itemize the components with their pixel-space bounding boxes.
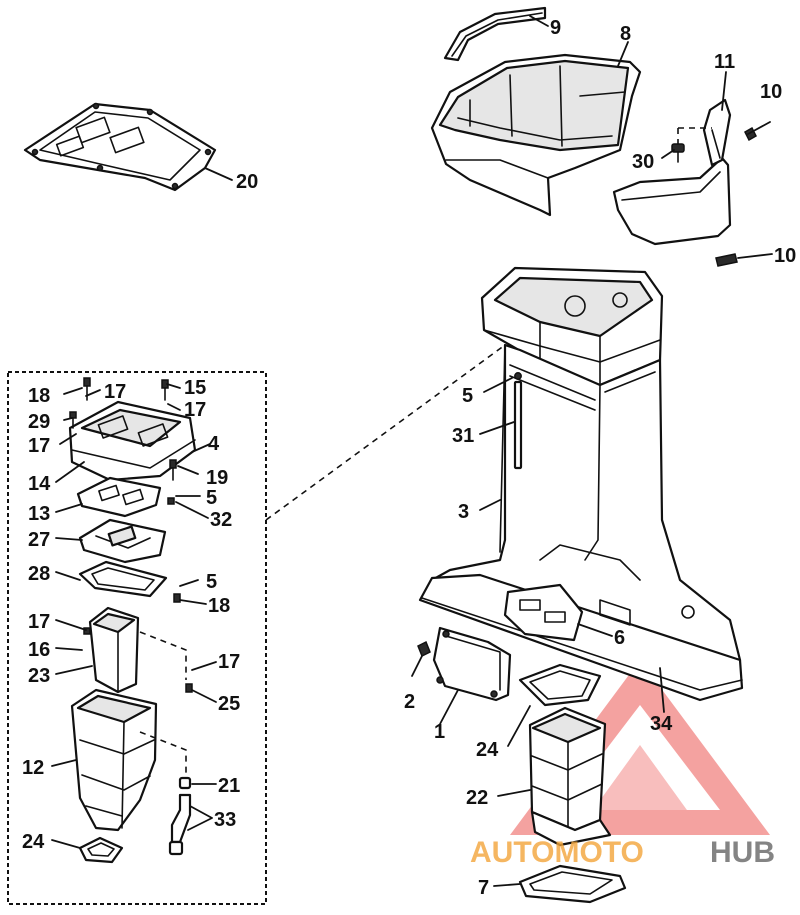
callout-10-bottom: 10: [774, 245, 796, 267]
callout-1: 1: [434, 721, 445, 743]
callout-30: 30: [632, 151, 654, 173]
inset-box: [7, 344, 506, 905]
callout-labels: 9 8 11 10 30 10 20 5 31 3 18 17 15 29 17…: [22, 17, 796, 899]
leader-lines: [51, 15, 773, 887]
gasket-28: [78, 560, 168, 598]
rear-cover: [612, 98, 732, 246]
callout-14: 14: [28, 473, 51, 495]
gasket-24-left: [78, 836, 124, 864]
callout-3: 3: [458, 501, 469, 523]
callout-4: 4: [208, 433, 220, 455]
gasket-24-right: [518, 663, 602, 707]
callout-20: 20: [236, 171, 258, 193]
callout-13: 13: [28, 503, 50, 525]
callout-18-top: 18: [28, 385, 50, 407]
callout-9: 9: [550, 17, 561, 39]
screw-30: [671, 143, 685, 163]
callout-31: 31: [452, 425, 474, 447]
inset-screws: [69, 377, 193, 693]
screw-2: [417, 640, 431, 658]
callout-29: 29: [28, 411, 50, 433]
plate-13: [76, 476, 162, 518]
callout-5-low: 5: [206, 571, 217, 593]
callout-28: 28: [28, 563, 50, 585]
callout-8: 8: [620, 23, 631, 45]
callout-33: 33: [214, 809, 236, 831]
callout-24-left: 24: [22, 831, 45, 853]
callout-24-right: 24: [476, 739, 499, 761]
callout-5-right: 5: [462, 385, 473, 407]
callout-17-left: 17: [28, 435, 50, 457]
inner-exhaust-tube: [528, 706, 612, 847]
callout-34: 34: [650, 713, 673, 735]
hose-33: [168, 793, 192, 856]
callout-2: 2: [404, 691, 415, 713]
watermark-hub: HUB: [710, 836, 775, 869]
plate-27: [78, 518, 167, 564]
watermark-text: AUTOMOTO HUB: [470, 836, 775, 869]
callout-23: 23: [28, 665, 50, 687]
callout-21: 21: [218, 775, 240, 797]
adapter-plate-14: [68, 400, 197, 482]
exhaust-cover: [432, 626, 512, 702]
callout-7: 7: [478, 877, 489, 899]
callout-25: 25: [218, 693, 240, 715]
powerhead-gasket: [23, 102, 217, 192]
callout-11: 11: [714, 51, 735, 73]
grommet-21: [178, 776, 192, 790]
screw-10-bottom: [715, 253, 738, 267]
callout-18-low: 18: [208, 595, 230, 617]
callout-10-top: 10: [760, 81, 782, 103]
callout-16: 16: [28, 639, 50, 661]
callout-17-right: 17: [184, 399, 206, 421]
screw-10-top: [744, 121, 771, 142]
callout-17-low-left: 17: [28, 611, 50, 633]
stud: [513, 372, 523, 470]
gasket-7: [518, 864, 627, 904]
callout-6: 6: [614, 627, 625, 649]
seal-strip: [443, 6, 547, 62]
engine-cover: [430, 53, 642, 217]
watermark-automoto: AUTOMOTO: [470, 836, 644, 869]
callout-17-top: 17: [104, 381, 126, 403]
callout-17-low-right: 17: [218, 651, 240, 673]
callout-19: 19: [206, 467, 228, 489]
callout-32: 32: [210, 509, 232, 531]
callout-12: 12: [22, 757, 44, 779]
callout-15: 15: [184, 377, 206, 399]
callout-27: 27: [28, 529, 50, 551]
tube-23: [88, 606, 140, 694]
callout-5-mid: 5: [206, 487, 217, 509]
inner-housing-12: [70, 688, 158, 832]
exhaust-gasket: [503, 583, 584, 642]
callout-22: 22: [466, 787, 488, 809]
